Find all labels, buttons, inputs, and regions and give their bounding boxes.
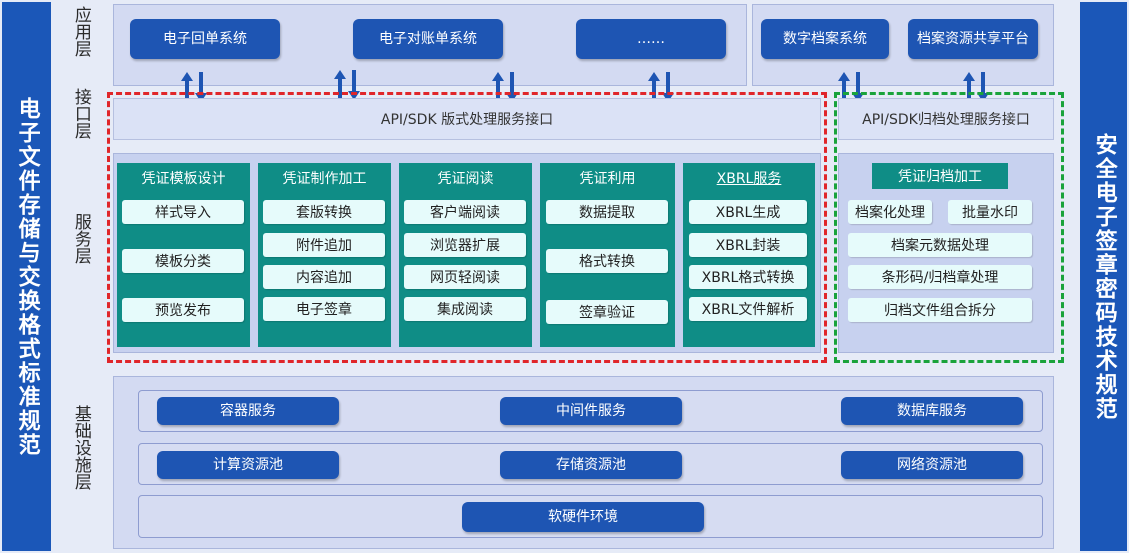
archive-item[interactable]: 条形码/归档章处理 (848, 265, 1032, 289)
col-title: 凭证制作加工 (282, 171, 367, 187)
archive-item[interactable]: 档案元数据处理 (848, 233, 1032, 257)
infra-database-service[interactable]: 数据库服务 (841, 397, 1023, 425)
layer-label-interface: 接口层 (70, 88, 91, 139)
right-title: 安全电子签章密码技术规范 (1091, 132, 1117, 421)
service-col-production: 凭证制作加工 套版转换 附件追加 内容追加 电子签章 (258, 163, 391, 347)
service-item[interactable]: XBRL文件解析 (689, 297, 807, 321)
infra-hardware-software-env[interactable]: 软硬件环境 (462, 502, 704, 532)
layout-service-boundary (107, 92, 827, 363)
service-item[interactable]: 预览发布 (122, 298, 244, 322)
service-item[interactable]: 格式转换 (546, 249, 668, 273)
archive-item[interactable]: 归档文件组合拆分 (848, 298, 1032, 322)
service-item[interactable]: 浏览器扩展 (404, 233, 526, 257)
service-item[interactable]: 样式导入 (122, 200, 244, 224)
archive-title-box: 凭证归档加工 (872, 163, 1008, 189)
app-button-receipt[interactable]: 电子回单系统 (130, 19, 280, 59)
app-button-archive-share[interactable]: 档案资源共享平台 (908, 19, 1038, 59)
service-item[interactable]: 套版转换 (263, 200, 385, 224)
col-title: XBRL服务 (716, 171, 782, 187)
infra-container-service[interactable]: 容器服务 (157, 397, 339, 425)
interface-layout: API/SDK 版式处理服务接口 (113, 98, 821, 140)
col-title: 凭证模板设计 (141, 171, 226, 187)
archive-title: 凭证归档加工 (898, 169, 982, 185)
service-item[interactable]: 模板分类 (122, 249, 244, 273)
infra-compute-pool[interactable]: 计算资源池 (157, 451, 339, 479)
archive-item[interactable]: 批量水印 (948, 200, 1032, 224)
infra-middleware-service[interactable]: 中间件服务 (500, 397, 682, 425)
service-col-template: 凭证模板设计 样式导入 模板分类 预览发布 (117, 163, 250, 347)
col-title: 凭证利用 (579, 171, 636, 187)
service-item[interactable]: 签章验证 (546, 300, 668, 324)
service-item[interactable]: 附件追加 (263, 233, 385, 257)
layer-label-infra: 基础设施层 (70, 405, 91, 490)
col-title: 凭证阅读 (437, 171, 494, 187)
service-col-xbrl: XBRL服务 XBRL生成 XBRL封装 XBRL格式转换 XBRL文件解析 (683, 163, 815, 347)
app-button-statement[interactable]: 电子对账单系统 (353, 19, 503, 59)
left-title-bar: 电子文件存储与交换格式标准规范 (2, 2, 51, 551)
service-item[interactable]: XBRL生成 (689, 200, 807, 224)
service-item[interactable]: XBRL封装 (689, 233, 807, 257)
app-button-more[interactable]: …… (576, 19, 726, 59)
service-item[interactable]: 客户端阅读 (404, 200, 526, 224)
service-col-utilization: 凭证利用 数据提取 格式转换 签章验证 (540, 163, 675, 347)
infra-storage-pool[interactable]: 存储资源池 (500, 451, 682, 479)
service-item[interactable]: XBRL格式转换 (689, 265, 807, 289)
layer-label-app: 应用层 (70, 6, 91, 57)
archive-item[interactable]: 档案化处理 (848, 200, 932, 224)
service-item[interactable]: 内容追加 (263, 265, 385, 289)
app-button-digital-archive[interactable]: 数字档案系统 (761, 19, 889, 59)
layer-label-service: 服务层 (70, 213, 91, 264)
infra-network-pool[interactable]: 网络资源池 (841, 451, 1023, 479)
service-item[interactable]: 集成阅读 (404, 297, 526, 321)
service-col-reading: 凭证阅读 客户端阅读 浏览器扩展 网页轻阅读 集成阅读 (399, 163, 532, 347)
right-title-bar: 安全电子签章密码技术规范 (1080, 2, 1127, 551)
interface-archive: API/SDK归档处理服务接口 (838, 98, 1054, 140)
service-item[interactable]: 电子签章 (263, 297, 385, 321)
service-item[interactable]: 数据提取 (546, 200, 668, 224)
service-item[interactable]: 网页轻阅读 (404, 265, 526, 289)
left-title: 电子文件存储与交换格式标准规范 (14, 96, 40, 457)
archive-service-boundary (834, 92, 1064, 363)
